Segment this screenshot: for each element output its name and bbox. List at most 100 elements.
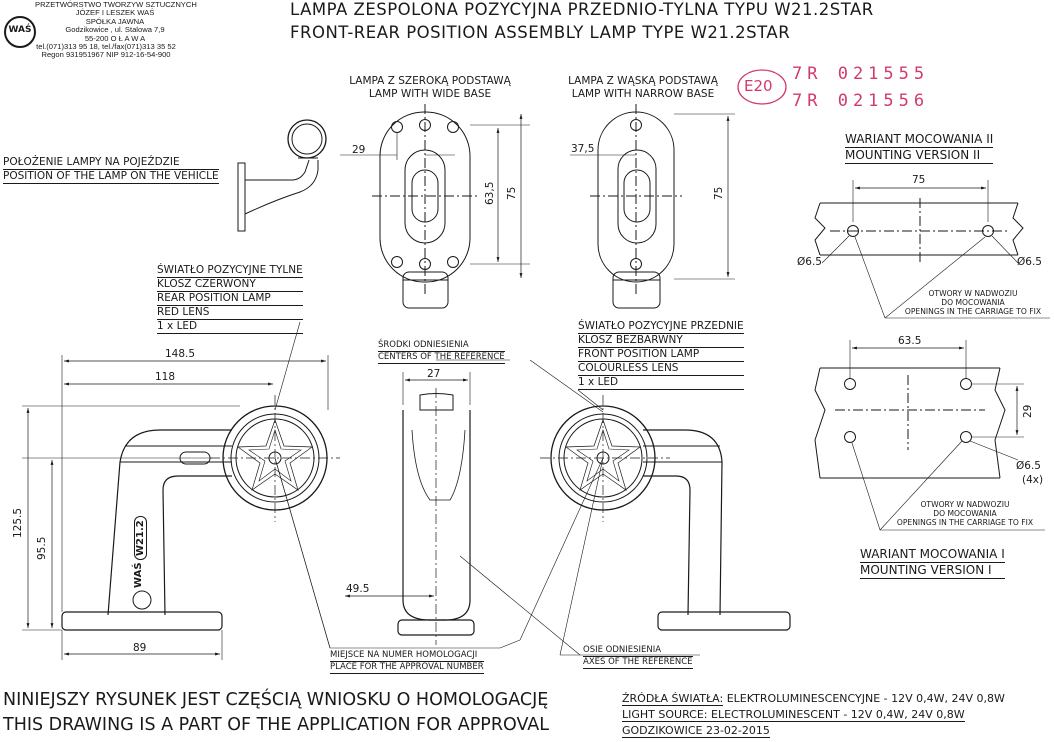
reference-centers-line: CENTERS OF THE REFERENCE xyxy=(378,352,505,364)
rear-lamp-line: RED LENS xyxy=(157,306,303,320)
mv2-note-line: DO MOCOWANIA xyxy=(941,298,1005,307)
footer-statement-pl: NINIEJSZY RYSUNEK JEST CZĘŚCIĄ WNIOSKU O… xyxy=(3,690,549,710)
reference-centers-callout: ŚRODKI ODNIESIENIA CENTERS OF THE REFERE… xyxy=(378,340,505,364)
company-line: SPÓŁKA JAWNA xyxy=(85,16,145,26)
mounting-v2-sketch xyxy=(814,180,1050,319)
company-logo xyxy=(4,16,36,48)
reference-axes-line: AXES OF THE REFERENCE xyxy=(583,657,693,669)
company-line: JÓZEF I LESZEK WAŚ xyxy=(75,8,155,18)
narrow-base-view xyxy=(570,104,735,309)
dim-27: 27 xyxy=(427,368,441,380)
mv1-note-line: DO MOCOWANIA xyxy=(933,509,997,518)
approval-number: 7R 021555 xyxy=(792,64,930,84)
rear-lamp-line: REAR POSITION LAMP xyxy=(157,292,303,306)
mounting-v1-en: MOUNTING VERSION I xyxy=(860,563,1005,579)
rear-lamp-line: ŚWIATŁO POZYCYJNE TYLNE xyxy=(157,264,303,278)
wide-base-view xyxy=(340,104,530,309)
footer-statement-en: THIS DRAWING IS A PART OF THE APPLICATIO… xyxy=(3,715,550,735)
dim-49-5: 49.5 xyxy=(346,583,370,595)
reference-axes-line: OSIE ODNIESIENIA xyxy=(583,645,693,657)
drawing-date: GODZIKOWICE 23-02-2015 xyxy=(622,724,770,738)
light-source-pl-label: ŹRÓDŁA ŚWIATŁA: xyxy=(622,692,724,706)
company-line: Godzikowice , ul. Stalowa 7,9 xyxy=(65,25,165,35)
rear-lamp-line: KLOSZ CZERWONY xyxy=(157,278,303,292)
mv1-dim-4x: (4x) xyxy=(1022,474,1044,486)
dim-148-5: 148.5 xyxy=(165,348,196,360)
mounting-v1-title: WARIANT MOCOWANIA I MOUNTING VERSION I xyxy=(860,547,1005,579)
body-brand-marking: WAŚ xyxy=(133,562,144,588)
wide-base-label: LAMPA Z SZEROKĄ PODSTAWĄ LAMP WITH WIDE … xyxy=(345,75,515,100)
dim-37-5: 37,5 xyxy=(571,143,595,155)
side-view-rear xyxy=(22,321,500,660)
vehicle-position-sketch xyxy=(237,119,327,232)
wide-base-label-pl: LAMPA Z SZEROKĄ PODSTAWĄ xyxy=(349,75,511,87)
mv2-note-line: OTWORY W NADWOZIU xyxy=(928,289,1018,298)
mv2-note: OTWORY W NADWOZIU DO MOCOWANIA OPENINGS … xyxy=(898,289,1048,316)
company-line: tel.(071)313 95 18, tel./fax(071)313 35 … xyxy=(36,42,176,52)
mv2-dim-75: 75 xyxy=(912,174,926,186)
company-line: 55-200 O Ł A W A xyxy=(84,33,146,43)
light-source-pl: ŹRÓDŁA ŚWIATŁA: ELEKTROLUMINESCENCYJNE -… xyxy=(622,692,1005,706)
company-line: Regon 931951967 NIP 912-16-54-900 xyxy=(41,50,171,60)
dim-95-5: 95.5 xyxy=(36,536,48,560)
side-view-front xyxy=(274,359,791,656)
front-lamp-line: ŚWIATŁO POZYCYJNE PRZEDNIE xyxy=(578,320,744,334)
dim-118: 118 xyxy=(155,371,176,383)
front-lamp-line: 1 x LED xyxy=(578,376,744,390)
narrow-base-label: LAMPA Z WĄSKĄ PODSTAWĄ LAMP WITH NARROW … xyxy=(558,75,728,100)
approval-e-code: E20 xyxy=(744,77,773,95)
side-view-edge xyxy=(345,359,510,645)
mounting-v2-en: MOUNTING VERSION II xyxy=(845,148,994,164)
dim-125-5: 125.5 xyxy=(12,507,24,538)
mv1-dim-63-5: 63.5 xyxy=(898,335,922,347)
approval-number: 7R 021556 xyxy=(792,91,930,111)
mv1-dim-hole: Ø6.5 xyxy=(1016,460,1041,472)
front-lamp-line: COLOURLESS LENS xyxy=(578,362,744,376)
dim-63-5: 63,5 xyxy=(484,181,496,205)
company-logo-text: WAŚ xyxy=(8,25,32,35)
reference-axes-callout: OSIE ODNIESIENIA AXES OF THE REFERENCE xyxy=(583,645,693,669)
wide-base-label-en: LAMP WITH WIDE BASE xyxy=(368,87,492,100)
company-info: PRZETWÓRSTWO TWORZYW SZTUCZNYCH JÓZEF I … xyxy=(5,0,197,60)
front-lamp-line: KLOSZ BEZBARWNY xyxy=(578,334,744,348)
company-line: PRZETWÓRSTWO TWORZYW SZTUCZNYCH xyxy=(35,0,197,9)
mv1-note-line: OPENINGS IN THE CARRIAGE TO FIX xyxy=(896,518,1034,527)
approval-place-line: PLACE FOR THE APPROVAL NUMBER xyxy=(330,662,484,674)
mv2-dim-hole-left: Ø6.5 xyxy=(797,256,822,268)
drawing-date-text: GODZIKOWICE 23-02-2015 xyxy=(622,724,770,738)
mounting-v1-sketch xyxy=(814,340,1045,531)
body-model-marking: W21.2 xyxy=(134,516,147,560)
rear-lamp-line: 1 x LED xyxy=(157,320,303,334)
vehicle-position-en: POSITION OF THE LAMP ON THE VEHICLE xyxy=(3,170,219,184)
light-source-pl-value: ELEKTROLUMINESCENCYJNE - 12V 0,4W, 24V 0… xyxy=(723,692,1005,705)
narrow-base-label-en: LAMP WITH NARROW BASE xyxy=(571,87,715,100)
approval-mark-ellipse xyxy=(737,69,787,105)
mounting-v2-pl: WARIANT MOCOWANIA II xyxy=(845,132,994,148)
mv1-note: OTWORY W NADWOZIU DO MOCOWANIA OPENINGS … xyxy=(890,500,1040,527)
title-pl: LAMPA ZESPOLONA POZYCYJNA PRZEDNIO-TYLNA… xyxy=(290,0,874,19)
vehicle-position-label: POŁOŻENIE LAMPY NA POJEŹDZIE POSITION OF… xyxy=(3,156,219,184)
title-en: FRONT-REAR POSITION ASSEMBLY LAMP TYPE W… xyxy=(290,23,791,42)
reference-centers-line: ŚRODKI ODNIESIENIA xyxy=(378,340,505,352)
dim-89: 89 xyxy=(133,642,147,654)
rear-lamp-callout: ŚWIATŁO POZYCYJNE TYLNE KLOSZ CZERWONY R… xyxy=(157,264,303,334)
dim-75-narrow: 75 xyxy=(713,186,725,200)
dim-29: 29 xyxy=(352,144,366,156)
mv1-note-line: OTWORY W NADWOZIU xyxy=(920,500,1010,509)
approval-place-line: MIEJSCE NA NUMER HOMOLOGACJI xyxy=(330,650,484,662)
mv2-dim-hole-right: Ø6.5 xyxy=(1017,256,1042,268)
mv1-dim-29: 29 xyxy=(1022,404,1034,418)
approval-place-callout: MIEJSCE NA NUMER HOMOLOGACJI PLACE FOR T… xyxy=(330,650,484,674)
mv2-note-line: OPENINGS IN THE CARRIAGE TO FIX xyxy=(904,307,1042,316)
vehicle-position-pl: POŁOŻENIE LAMPY NA POJEŹDZIE xyxy=(3,156,219,170)
mounting-v1-pl: WARIANT MOCOWANIA I xyxy=(860,547,1005,563)
light-source-en-label: LIGHT SOURCE: xyxy=(622,708,708,722)
light-source-en: LIGHT SOURCE: ELECTROLUMINESCENT - 12V 0… xyxy=(622,708,965,722)
front-lamp-callout: ŚWIATŁO POZYCYJNE PRZEDNIE KLOSZ BEZBARW… xyxy=(578,320,744,390)
light-source-en-value: ELECTROLUMINESCENT - 12V 0,4W, 24V 0,8W xyxy=(707,708,965,722)
narrow-base-label-pl: LAMPA Z WĄSKĄ PODSTAWĄ xyxy=(568,75,718,87)
front-lamp-line: FRONT POSITION LAMP xyxy=(578,348,744,362)
mounting-v2-title: WARIANT MOCOWANIA II MOUNTING VERSION II xyxy=(845,132,994,164)
dim-75-wide: 75 xyxy=(506,186,518,200)
